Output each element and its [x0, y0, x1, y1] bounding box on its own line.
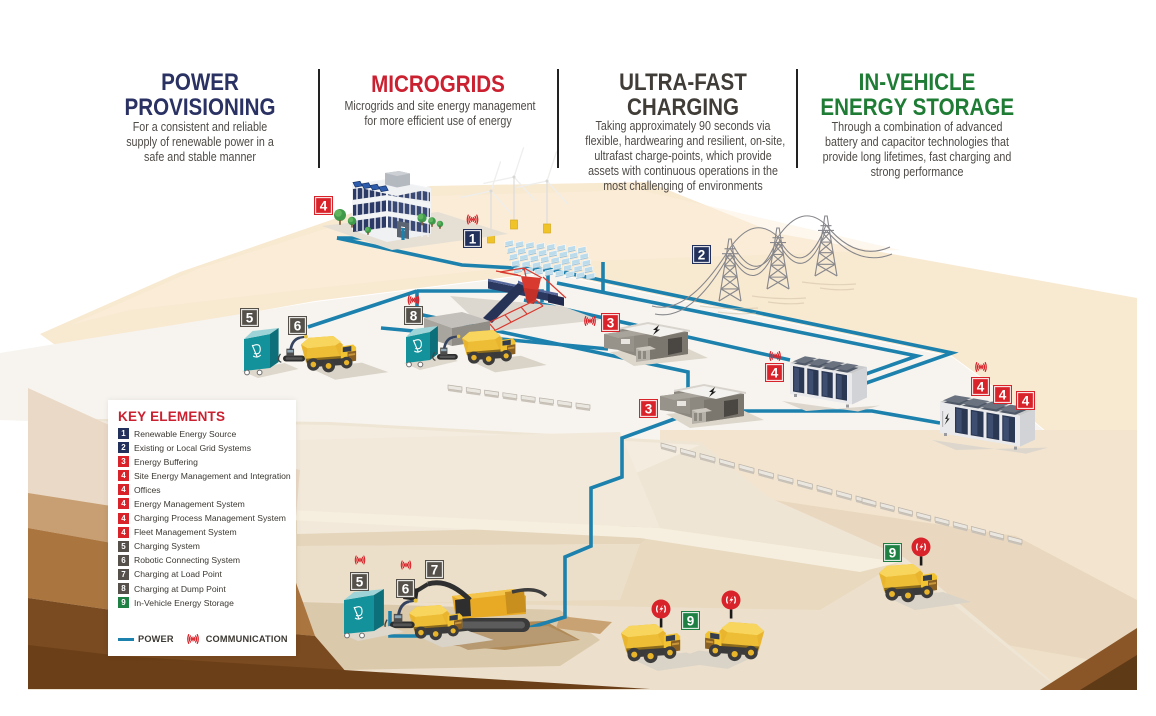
svg-text:6: 6	[402, 581, 410, 596]
svg-text:9: 9	[687, 613, 695, 628]
svg-text:4: 4	[320, 198, 328, 213]
svg-text:3: 3	[645, 401, 653, 416]
svg-text:4: 4	[977, 379, 985, 394]
svg-text:3: 3	[607, 315, 615, 330]
svg-text:9: 9	[889, 545, 897, 560]
svg-text:4: 4	[771, 365, 779, 380]
svg-text:7: 7	[431, 562, 439, 577]
svg-text:5: 5	[356, 574, 364, 589]
svg-text:8: 8	[410, 308, 418, 323]
svg-text:1: 1	[469, 231, 477, 246]
svg-text:4: 4	[999, 387, 1007, 402]
svg-text:6: 6	[294, 318, 302, 333]
svg-text:5: 5	[246, 310, 254, 325]
svg-text:2: 2	[698, 247, 706, 262]
svg-text:4: 4	[1022, 393, 1030, 408]
